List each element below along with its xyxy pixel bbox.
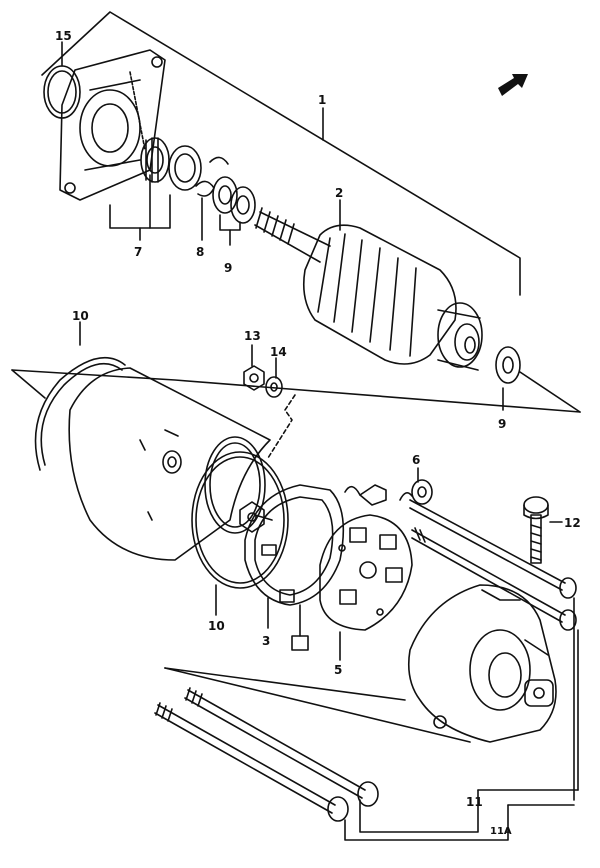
part-5-brush-plate xyxy=(319,514,413,661)
part-13-nut xyxy=(243,344,265,391)
label-part-9-upper: 9 xyxy=(224,261,232,275)
label-part-6: 6 xyxy=(412,453,420,467)
yoke-housing xyxy=(68,367,271,561)
part-9-washer-lower xyxy=(495,346,521,411)
arrow-icon xyxy=(498,74,528,96)
label-part-10-lower: 10 xyxy=(208,619,225,633)
label-part-3: 3 xyxy=(262,634,270,648)
label-part-11: 11 xyxy=(466,795,483,809)
rear-housing xyxy=(407,584,557,743)
label-part-11a: 11A xyxy=(490,826,512,837)
label-part-12: 12 xyxy=(564,516,581,530)
label-part-7: 7 xyxy=(134,245,142,259)
part-14-washer xyxy=(265,357,296,459)
part-7-bearing-set xyxy=(109,137,202,241)
label-part-15: 15 xyxy=(55,29,72,43)
label-part-13: 13 xyxy=(244,329,261,343)
front-housing-flange xyxy=(59,49,166,201)
part-11-long-bolts xyxy=(154,687,379,822)
label-part-1: 1 xyxy=(318,93,326,107)
label-part-9-lower: 9 xyxy=(498,417,506,431)
label-part-2: 2 xyxy=(335,186,343,200)
part-6-bushing xyxy=(344,467,433,506)
part-labels: 15 1 2 7 8 9 9 10 13 14 6 12 10 3 5 11 1… xyxy=(55,29,581,837)
label-part-10-upper: 10 xyxy=(72,309,89,323)
part-2-armature xyxy=(254,199,483,371)
label-part-14: 14 xyxy=(270,345,287,359)
label-part-8: 8 xyxy=(196,245,204,259)
leader-lines-lower xyxy=(164,597,579,841)
part-10-o-ring-upper xyxy=(34,321,126,471)
leader-lines-mid xyxy=(11,369,581,413)
label-part-5: 5 xyxy=(334,663,342,677)
part-10-o-ring-lower xyxy=(191,451,289,616)
part-9-washers-upper xyxy=(212,176,256,246)
part-12-bolt xyxy=(523,496,563,564)
leader-lines-assembly-1 xyxy=(41,11,521,296)
part-3-brush-holder xyxy=(239,484,345,651)
through-bolts-upper xyxy=(409,499,577,631)
